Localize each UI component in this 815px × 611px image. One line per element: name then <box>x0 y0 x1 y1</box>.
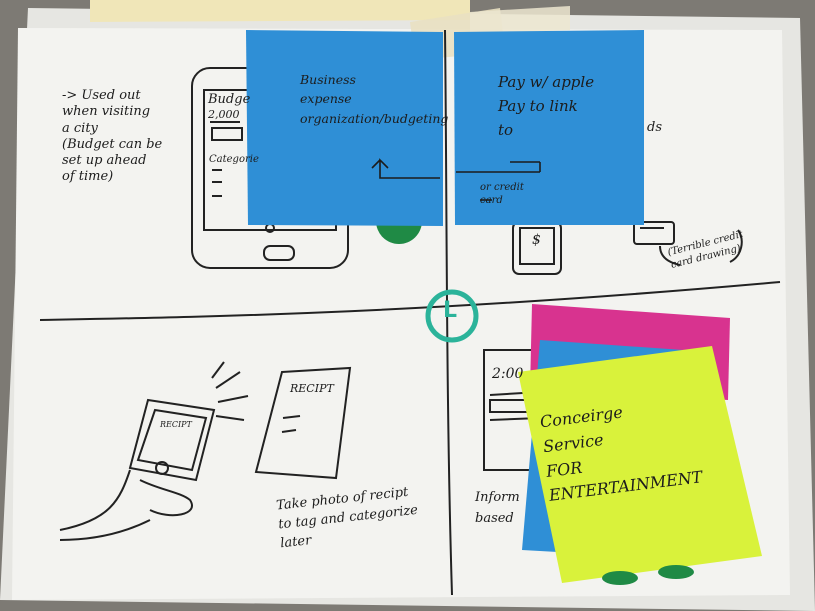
note-used-when-visiting-city: -> Used out when visiting a city (Budget… <box>62 88 163 185</box>
sticky-pay-subtext: or credit card <box>480 182 524 206</box>
marker-circle <box>425 289 479 343</box>
phone-screen-label: Categorie <box>209 154 259 165</box>
horizontal-divider <box>39 281 781 321</box>
yellow-pad <box>90 0 470 22</box>
phone-screen-recipt: RECIPT <box>160 420 192 429</box>
screen-time: 2:00 <box>492 366 524 382</box>
marker-letter: L <box>443 298 458 323</box>
hand-phone-sketch <box>59 361 249 541</box>
phone-screen-title: Budge <box>208 92 251 107</box>
sticky-pay-shape <box>454 30 644 225</box>
tape-piece-2 <box>470 6 570 34</box>
phone-dollar-symbol: $ <box>532 232 541 248</box>
vertical-divider <box>444 29 453 596</box>
sticky-pay-text: Pay w/ apple Pay to link to <box>498 73 595 139</box>
partial-word-top-right: ds <box>647 120 662 135</box>
sticky-yellow <box>518 346 762 583</box>
phone-screen-value: 2,000 <box>208 108 240 121</box>
receipt-title: RECIPT <box>290 382 334 395</box>
sticky-business-shape <box>246 30 443 226</box>
inform-caption-partial: Inform based <box>475 490 520 526</box>
receipt-sketch <box>254 366 352 480</box>
sticky-business-text: Business expense organization/budgeting <box>300 72 449 126</box>
